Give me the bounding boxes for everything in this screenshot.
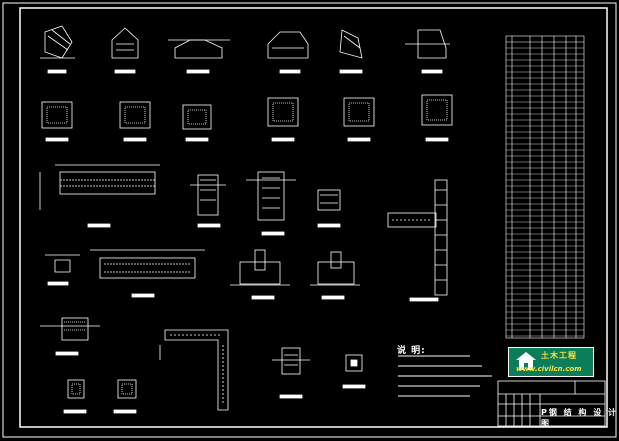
base-plate-a: [230, 249, 290, 300]
bracket-detail: [272, 347, 310, 399]
column-detail-b: [246, 171, 296, 236]
detail-1b: [111, 27, 139, 74]
watermark-url: www.civilcn.com: [516, 365, 582, 373]
detail-1c: [168, 39, 230, 74]
detail-row-2: [41, 94, 453, 142]
title-block: [497, 380, 606, 427]
detail-1e: [339, 29, 363, 74]
detail-row-5: [40, 317, 366, 414]
material-table: [505, 35, 585, 339]
detail-row-4: [45, 249, 360, 300]
portal-frame: [159, 329, 229, 411]
detail-1d: [267, 31, 309, 74]
notes-lines: [398, 355, 492, 397]
detail-row-1: [40, 25, 450, 74]
column-detail-c: [317, 189, 341, 228]
drawing-title: P钢 结 构 设 计 图: [541, 408, 619, 428]
column-elevation: [387, 179, 448, 302]
inner-border: [19, 7, 608, 428]
notes-heading: 说 明:: [397, 346, 426, 356]
watermark-title: 土木工程: [541, 351, 577, 360]
detail-1a: [40, 25, 75, 74]
column-detail-a: [190, 174, 226, 228]
small-section: [342, 354, 366, 389]
detail-row-3: [39, 164, 448, 302]
detail-1f: [405, 29, 450, 74]
base-plate-b: [310, 251, 360, 300]
house-logo-icon: [516, 352, 536, 370]
beam-elevation: [39, 164, 160, 228]
material-table-rows: [506, 47, 584, 337]
watermark-logo: [508, 347, 594, 377]
